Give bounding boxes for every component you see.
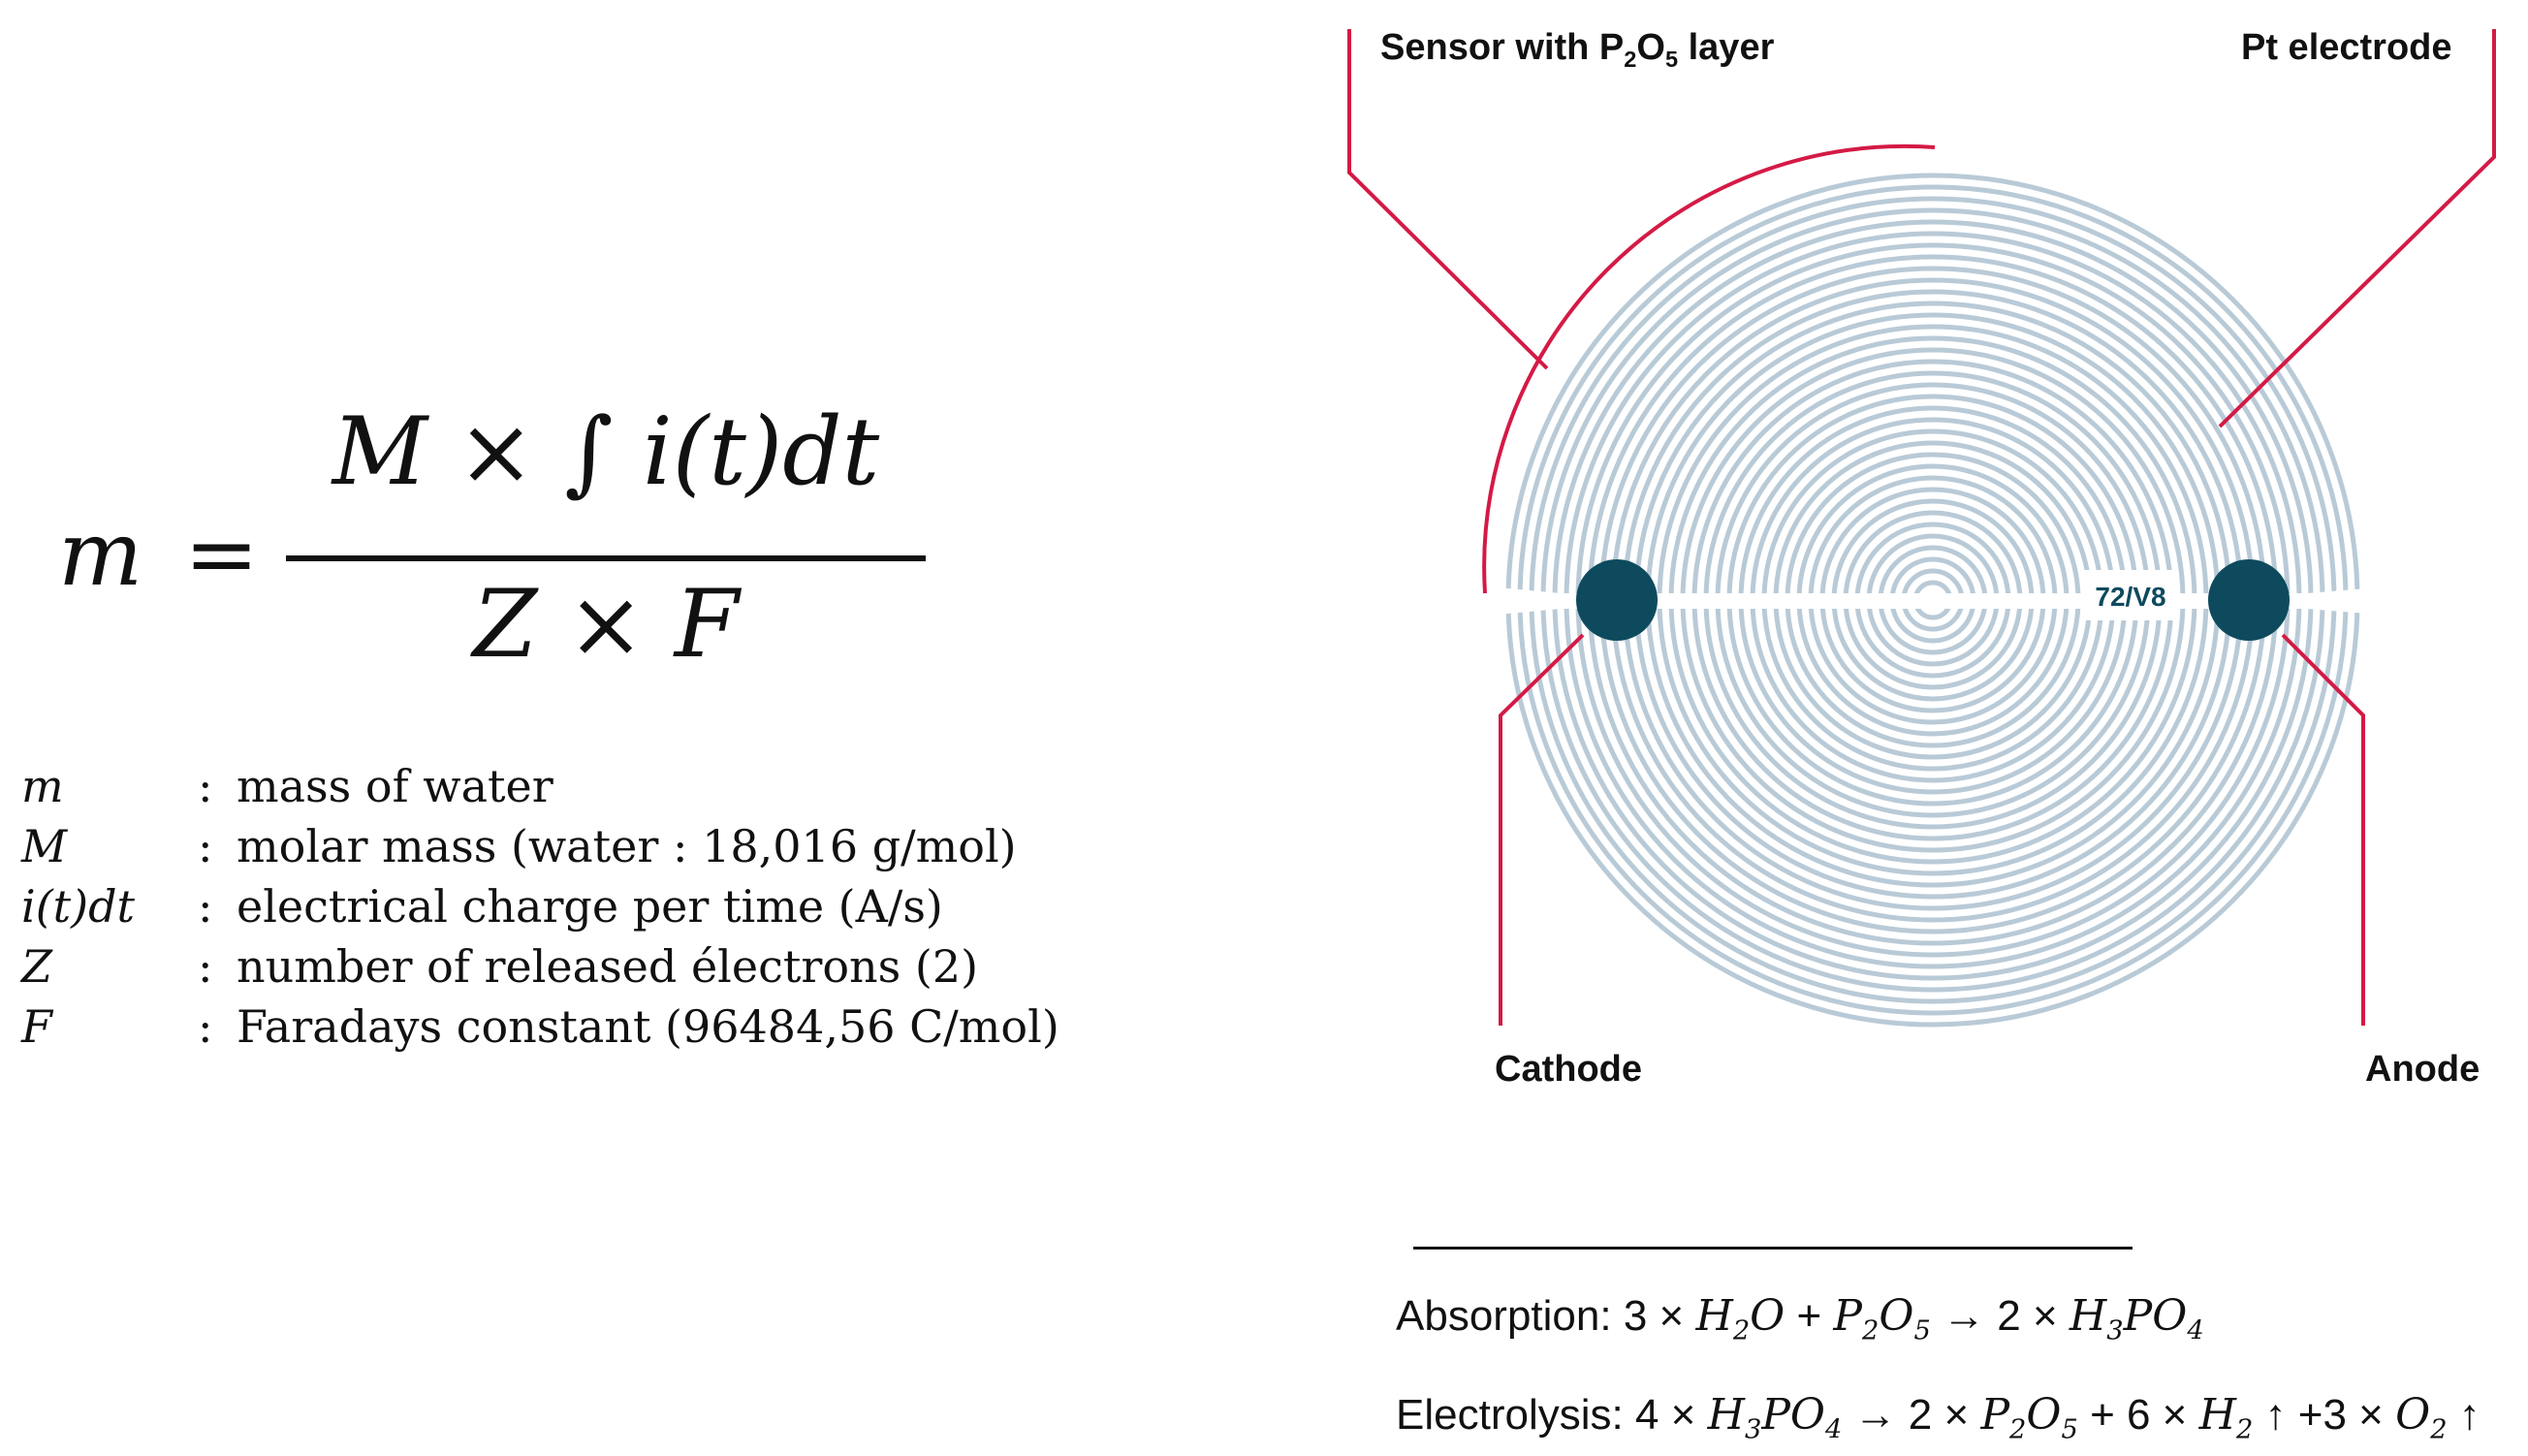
legend-row: Z : number of released électrons (2) [21,936,1117,997]
gap-right-flare [2307,587,2380,615]
sensor-diagram: 72/V8 Sensor with P2O5 layer Pt electrod… [1338,0,2528,1144]
chip-code: 72/V8 [2095,582,2165,612]
sensor-label-sub2: 5 [1664,47,1679,73]
anode-label: Anode [2365,1049,2481,1090]
chip-code-background [2084,570,2177,620]
legend-row: i(t)dt : electrical charge per time (A/s… [21,876,1117,936]
formula-denominator: Z × F [472,570,740,679]
absorption-term: O [1750,1291,1785,1341]
electrolysis-term: H [1707,1390,1745,1440]
absorption-term: H [2069,1291,2107,1341]
gap-left-flare [1498,587,1561,615]
p2o5-layer-arc [1482,143,1936,594]
absorption-subscript: 3 [2106,1315,2124,1346]
electrolysis-term: ↑ +3 × [2253,1391,2396,1439]
sensor-label-prefix: Sensor with P [1380,27,1625,68]
legend-description: molar mass (water : 18,016 g/mol) [237,820,1017,872]
electrolysis-equation: Electrolysis: 4 × H3PO4 → 2 × P2O5 + 6 ×… [1396,1390,2481,1443]
electrolysis-term: PO [1761,1390,1825,1440]
formula-lhs: m [58,502,143,606]
legend-description: electrical charge per time (A/s) [237,880,943,933]
leader-lines [1347,29,2496,1026]
legend-symbol: i(t)dt [21,880,136,933]
electrolysis-subscript: 2 [2430,1414,2448,1445]
absorption-subscript: 5 [1913,1315,1931,1346]
electrolysis-term: P [1980,1390,2010,1440]
sensor-label: Sensor with P2O5 layer [1380,27,1775,73]
absorption-subscript: 2 [1862,1315,1880,1346]
sensor-label-o: O [1636,27,1665,68]
legend-description: Faradays constant (96484,56 C/mol) [237,1000,1059,1053]
absorption-term: P [1833,1291,1863,1341]
legend-description: number of released électrons (2) [237,940,979,993]
legend-symbol: F [21,1000,52,1053]
electrolysis-subscript: 2 [2009,1414,2027,1445]
absorption-term: + [1785,1292,1834,1340]
electrolysis-term: O [2395,1390,2431,1440]
electrolysis-subscript: 3 [1744,1414,1762,1445]
pt-electrode-label: Pt electrode [2241,27,2452,68]
anode-leader-line [2281,633,2365,1026]
absorption-subscript: 2 [1732,1315,1751,1346]
electrolysis-term: + 6 × [2077,1391,2199,1439]
electrolysis-subscript: 4 [1825,1414,1843,1445]
sensor-label-suffix: layer [1678,27,1775,68]
absorption-label: Absorption: [1396,1292,1612,1340]
legend-colon: : [198,940,213,993]
legend-symbol: M [21,820,68,872]
absorption-term: H [1695,1291,1733,1341]
absorption-term: PO [2123,1291,2188,1341]
formula-numerator: M × ∫ i(t)dt [332,397,880,506]
cathode-electrode [1576,559,1658,641]
electrolysis-term: ↑ [2447,1391,2481,1439]
absorption-equation: Absorption: 3 × H2O + P2O5 → 2 × H3PO4 [1396,1291,2204,1345]
formula-equals: = [184,502,260,606]
cathode-label: Cathode [1495,1049,1642,1090]
sensor-leader-line [1347,29,1549,370]
pt-electrode-leader-line [2218,29,2496,428]
legend-symbol: m [21,760,64,812]
separator-line [1413,1247,2133,1250]
cathode-leader-line [1499,633,1585,1026]
legend-colon: : [198,760,213,812]
electrolysis-subscript: 5 [2061,1414,2078,1445]
electrolysis-subscript: 2 [2235,1414,2254,1445]
electrolysis-term: 4 × [1634,1391,1708,1439]
formula: m = M × ∫ i(t)dt Z × F [58,397,926,688]
absorption-term: 3 × [1623,1292,1696,1340]
legend-row: F : Faradays constant (96484,56 C/mol) [21,997,1117,1057]
anode-electrode [2208,559,2290,641]
electrolysis-term: → 2 × [1842,1391,1981,1439]
electrolysis-term: H [2198,1390,2236,1440]
legend-row: m : mass of water [21,756,1117,816]
fraction-bar [286,555,926,561]
legend-symbol: Z [21,940,52,993]
sensor-illustration: 72/V8 [1347,29,2496,1028]
sensor-label-sub1: 2 [1624,47,1637,73]
variable-legend: m : mass of water M : molar mass (water … [21,756,1117,1057]
electrolysis-label: Electrolysis: [1396,1391,1624,1439]
absorption-subscript: 4 [2187,1315,2204,1346]
legend-colon: : [198,820,213,872]
absorption-term: → 2 × [1930,1292,2070,1340]
electrolysis-term: O [2026,1390,2062,1440]
legend-description: mass of water [237,760,553,812]
legend-row: M : molar mass (water : 18,016 g/mol) [21,816,1117,876]
legend-colon: : [198,880,213,933]
absorption-term: O [1879,1291,1914,1341]
legend-colon: : [198,1000,213,1053]
